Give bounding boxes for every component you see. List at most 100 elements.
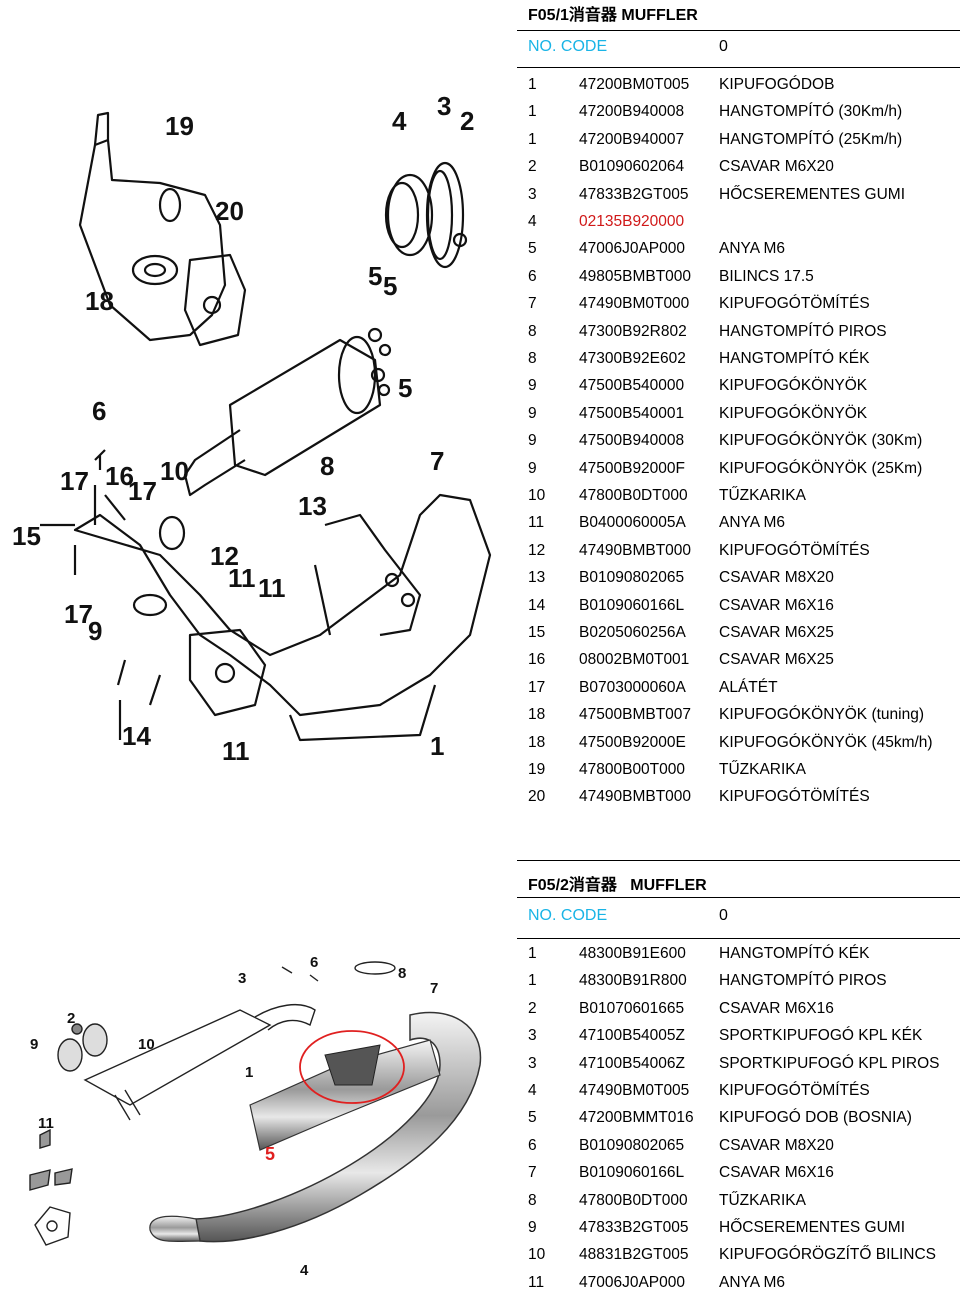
screw-6 bbox=[281, 966, 319, 982]
callout-label: 8 bbox=[398, 965, 406, 982]
mounting-bracket bbox=[324, 513, 422, 637]
part-number: 12 bbox=[528, 541, 546, 559]
nut-11 bbox=[39, 1128, 51, 1149]
part-code: 08002BM0T001 bbox=[579, 651, 690, 669]
screw-2 bbox=[71, 1023, 83, 1035]
part-code: 47100B54006Z bbox=[579, 1054, 686, 1072]
part-description: CSAVAR M6X16 bbox=[719, 1164, 834, 1182]
section2-col-zero: 0 bbox=[719, 907, 728, 924]
part-code: 47200BMMT016 bbox=[579, 1109, 694, 1127]
part-code: 47300B92R802 bbox=[579, 322, 687, 340]
part-number: 1 bbox=[528, 103, 537, 121]
section1-title: F05/1消音器 MUFFLER bbox=[528, 7, 698, 24]
part-description: KIPUFOGÓKÖNYÖK (45km/h) bbox=[719, 733, 933, 751]
callout-label: 11 bbox=[258, 573, 286, 603]
sport-exhaust-inlet bbox=[149, 1215, 201, 1243]
callout-label: 10 bbox=[160, 456, 189, 486]
part-code: 47500BMBT007 bbox=[579, 706, 692, 724]
callout-label: 20 bbox=[215, 196, 244, 226]
callout-label: 15 bbox=[12, 521, 41, 551]
part-description: KIPUFOGÓTÖMÍTÉS bbox=[719, 295, 870, 313]
part-description: KIPUFOGÓKÖNYÖK (25Km) bbox=[719, 459, 923, 477]
callout-label: 14 bbox=[122, 721, 151, 751]
part-number: 9 bbox=[528, 459, 537, 477]
part-code: 47500B940008 bbox=[579, 432, 685, 450]
part-description: CSAVAR M6X16 bbox=[719, 596, 834, 614]
part-code: 47833B2GT005 bbox=[579, 1219, 689, 1236]
part-description: ANYA M6 bbox=[719, 514, 786, 532]
callout-label: 5 bbox=[368, 261, 382, 291]
part-code: 47300B92E602 bbox=[579, 350, 686, 367]
part-number: 8 bbox=[528, 350, 537, 367]
part-description: CSAVAR M6X25 bbox=[719, 624, 834, 641]
callout-label: 19 bbox=[165, 111, 194, 141]
section2-top-rule bbox=[517, 860, 960, 861]
muffler-bend-pipe bbox=[254, 1004, 316, 1031]
part-number: 5 bbox=[528, 1109, 537, 1127]
muffler-canister bbox=[228, 338, 382, 477]
part-description: TŰZKARIKA bbox=[719, 487, 806, 504]
flange-plate bbox=[34, 1206, 71, 1246]
part-description: KIPUFOGÓKÖNYÖK (30Km) bbox=[719, 432, 923, 450]
callout-label: 12 bbox=[210, 541, 239, 571]
clamp-ring-4 bbox=[386, 173, 434, 257]
part-number: 19 bbox=[528, 761, 546, 778]
part-code: 47500B92000F bbox=[579, 459, 686, 477]
part-code: B01090602064 bbox=[579, 158, 685, 176]
section1-title-rule bbox=[517, 30, 960, 31]
section2-col-no-code: NO. CODE bbox=[528, 907, 608, 924]
lower-flange bbox=[188, 628, 267, 717]
part-description: TŰZKARIKA bbox=[719, 1191, 806, 1209]
section2-header-rule bbox=[517, 938, 960, 939]
callout-label: 10 bbox=[138, 1036, 155, 1053]
gasket-8 bbox=[354, 961, 396, 975]
callout-label: 13 bbox=[298, 491, 327, 521]
part-number: 11 bbox=[528, 1273, 545, 1291]
muffler-1 bbox=[83, 1009, 272, 1106]
part-number: 17 bbox=[528, 678, 546, 696]
callout-label: 5 bbox=[265, 1144, 275, 1164]
callout-label: 6 bbox=[92, 396, 106, 426]
part-number: 13 bbox=[528, 569, 546, 587]
section1-col-zero: 0 bbox=[719, 38, 728, 55]
part-code: B0205060256A bbox=[579, 624, 686, 641]
part-code: B01090802065 bbox=[579, 569, 685, 587]
muffler-outlet-pipe bbox=[183, 429, 246, 497]
part-code: 47006J0AP000 bbox=[579, 1273, 686, 1291]
part-code: B0109060166L bbox=[579, 596, 685, 614]
callout-label: 17 bbox=[60, 466, 89, 496]
part-number: 8 bbox=[528, 322, 537, 340]
part-number: 1 bbox=[528, 76, 537, 93]
part-description: ANYA M6 bbox=[719, 1273, 786, 1291]
part-number: 14 bbox=[528, 596, 546, 614]
part-description: HANGTOMPÍTÓ PIROS bbox=[719, 972, 887, 990]
upper-flange bbox=[183, 253, 247, 347]
part-description: KIPUFOGÓTÖMÍTÉS bbox=[719, 788, 870, 806]
part-number: 3 bbox=[528, 1027, 537, 1045]
part-code: 47490BM0T000 bbox=[579, 295, 690, 313]
part-description: CSAVAR M8X20 bbox=[719, 1136, 834, 1154]
part-code: 47006J0AP000 bbox=[579, 240, 686, 258]
part-number: 18 bbox=[528, 733, 546, 751]
part-description: KIPUFOGÓKÖNYÖK (tuning) bbox=[719, 706, 924, 724]
part-description: ALÁTÉT bbox=[719, 678, 778, 696]
callout-label: 11 bbox=[228, 563, 256, 593]
part-description: HANGTOMPÍTÓ (25Km/h) bbox=[719, 130, 903, 148]
callout-label: 3 bbox=[238, 970, 246, 987]
part-number: 4 bbox=[528, 213, 537, 230]
section1-header-rule bbox=[517, 67, 960, 68]
part-number: 3 bbox=[528, 185, 537, 203]
part-number: 9 bbox=[528, 432, 537, 450]
callout-label: 7 bbox=[430, 980, 438, 997]
upper-gasket-ring bbox=[158, 187, 182, 223]
callout-label: 11 bbox=[222, 736, 250, 766]
part-number: 5 bbox=[528, 240, 537, 258]
part-number: 9 bbox=[528, 377, 537, 395]
part-code: 47490BM0T005 bbox=[579, 1082, 690, 1099]
rubber-9 bbox=[57, 1038, 83, 1072]
part-code: 47800B0DT000 bbox=[579, 1191, 688, 1209]
part-description: BILINCS 17.5 bbox=[719, 267, 814, 285]
part-number: 9 bbox=[528, 1219, 537, 1236]
part-description: KIPUFOGÓ DOB (BOSNIA) bbox=[719, 1109, 912, 1127]
